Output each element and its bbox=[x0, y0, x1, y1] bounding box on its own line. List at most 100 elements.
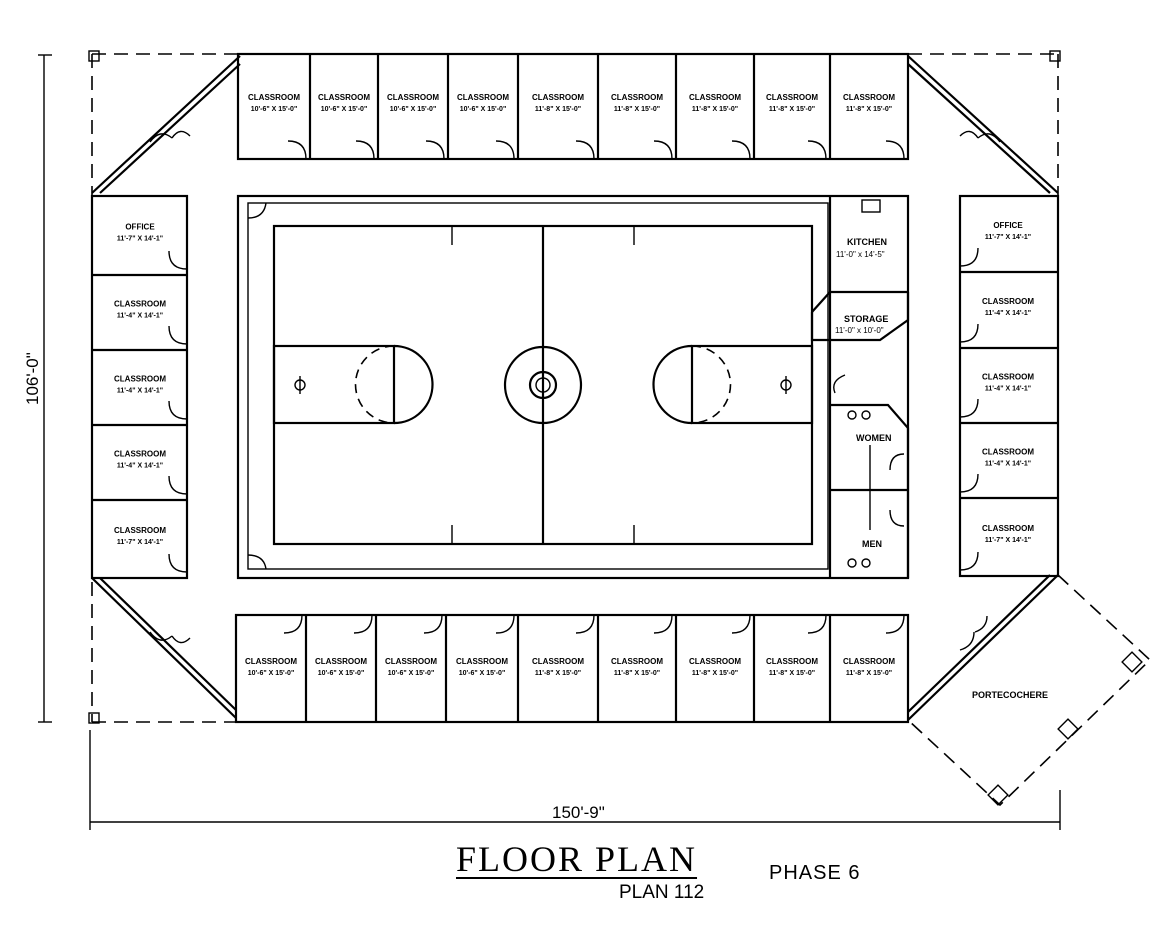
room-size-label: 11'-4" X 14'-1" bbox=[985, 386, 1031, 393]
room-name-label: CLASSROOM bbox=[982, 373, 1034, 382]
left-room-column bbox=[90, 194, 189, 580]
room-size-label: 10'-6" X 15'-0" bbox=[248, 670, 295, 677]
room-size-label: 11'-4" X 14'-1" bbox=[985, 310, 1031, 317]
room-size-label: 11'-7" X 14'-1" bbox=[117, 236, 163, 243]
door-swing bbox=[168, 325, 188, 345]
door-swing bbox=[731, 140, 751, 160]
room-size-label: 10'-6" X 15'-0" bbox=[251, 106, 298, 113]
kitchen-size: 11'-0" x 14'-5" bbox=[836, 250, 885, 259]
door-swing bbox=[287, 140, 307, 160]
door-swing bbox=[959, 323, 979, 343]
door-swing bbox=[353, 614, 373, 634]
room-size-label: 11'-4" X 14'-1" bbox=[117, 388, 163, 395]
room-name-label: CLASSROOM bbox=[843, 93, 895, 102]
room-name-label: CLASSROOM bbox=[315, 657, 367, 666]
door-swing bbox=[168, 250, 188, 270]
room-name-label: CLASSROOM bbox=[387, 93, 439, 102]
room-size-label: 10'-6" X 15'-0" bbox=[460, 106, 507, 113]
right-room-column bbox=[958, 194, 1060, 578]
door-swing bbox=[959, 473, 979, 493]
door-swing bbox=[885, 614, 905, 634]
door-swing bbox=[423, 614, 443, 634]
room-size-label: 11'-4" X 14'-1" bbox=[117, 313, 163, 320]
room-name-label: CLASSROOM bbox=[385, 657, 437, 666]
room-size-label: 11'-8" X 15'-0" bbox=[769, 106, 815, 113]
door-swing bbox=[425, 140, 445, 160]
door-swing bbox=[495, 140, 515, 160]
room-name-label: CLASSROOM bbox=[532, 657, 584, 666]
room-name-label: CLASSROOM bbox=[689, 657, 741, 666]
kitchen-label: KITCHEN bbox=[847, 237, 887, 247]
door-swing bbox=[959, 551, 979, 571]
door-swing bbox=[885, 140, 905, 160]
room-size-label: 10'-6" X 15'-0" bbox=[318, 670, 365, 677]
width-dimension-label: 150'-9" bbox=[552, 803, 605, 822]
door-swing bbox=[959, 247, 979, 267]
room-name-label: CLASSROOM bbox=[245, 657, 297, 666]
basketball-court bbox=[272, 224, 814, 546]
room-name-label: CLASSROOM bbox=[457, 93, 509, 102]
door-swing bbox=[653, 140, 673, 160]
room-name-label: CLASSROOM bbox=[114, 375, 166, 384]
room-size-label: 11'-7" X 14'-1" bbox=[985, 537, 1031, 544]
room-name-label: CLASSROOM bbox=[318, 93, 370, 102]
door-swing bbox=[168, 475, 188, 495]
door-swing bbox=[959, 398, 979, 418]
door-swing bbox=[575, 614, 595, 634]
room-size-label: 11'-8" X 15'-0" bbox=[535, 670, 581, 677]
room-size-label: 11'-8" X 15'-0" bbox=[614, 106, 660, 113]
room-size-label: 10'-6" X 15'-0" bbox=[321, 106, 368, 113]
mens-restroom-label: MEN bbox=[862, 539, 882, 549]
room-name-label: CLASSROOM bbox=[766, 657, 818, 666]
door-swing bbox=[283, 614, 303, 634]
room-name-label: CLASSROOM bbox=[982, 297, 1034, 306]
room-name-label: CLASSROOM bbox=[532, 93, 584, 102]
height-dimension-label: 106'-0" bbox=[23, 352, 42, 405]
room-size-label: 10'-6" X 15'-0" bbox=[459, 670, 506, 677]
dimension-lines bbox=[38, 54, 1061, 830]
room-name-label: CLASSROOM bbox=[982, 448, 1034, 457]
portecochere-label: PORTECOCHERE bbox=[972, 690, 1048, 700]
room-size-label: 11'-8" X 15'-0" bbox=[692, 670, 738, 677]
room-name-label: CLASSROOM bbox=[611, 93, 663, 102]
phase-label: PHASE 6 bbox=[769, 862, 861, 884]
door-swing bbox=[168, 400, 188, 420]
door-swing bbox=[653, 614, 673, 634]
room-name-label: CLASSROOM bbox=[611, 657, 663, 666]
room-name-label: CLASSROOM bbox=[114, 300, 166, 309]
room-name-label: CLASSROOM bbox=[982, 524, 1034, 533]
room-size-label: 11'-7" X 14'-1" bbox=[985, 234, 1031, 241]
dashed-perimeter bbox=[88, 50, 1061, 724]
gymnasium-walls bbox=[236, 194, 910, 580]
room-name-label: OFFICE bbox=[993, 221, 1023, 230]
room-name-label: CLASSROOM bbox=[114, 526, 166, 535]
corner-walls bbox=[91, 55, 1059, 721]
door-swing bbox=[807, 614, 827, 634]
storage-size: 11'-0" x 10'-0" bbox=[835, 326, 884, 335]
room-name-label: CLASSROOM bbox=[114, 450, 166, 459]
door-swing bbox=[495, 614, 515, 634]
door-swing bbox=[731, 614, 751, 634]
room-size-label: 11'-8" X 15'-0" bbox=[846, 670, 892, 677]
room-size-label: 11'-8" X 15'-0" bbox=[846, 106, 892, 113]
service-rooms bbox=[810, 196, 910, 578]
room-name-label: CLASSROOM bbox=[689, 93, 741, 102]
plan-number: PLAN 112 bbox=[619, 882, 705, 903]
room-size-label: 11'-7" X 14'-1" bbox=[117, 539, 163, 546]
room-size-label: 11'-8" X 15'-0" bbox=[769, 670, 815, 677]
room-size-label: 11'-8" X 15'-0" bbox=[614, 670, 660, 677]
door-swing bbox=[355, 140, 375, 160]
room-name-label: CLASSROOM bbox=[843, 657, 895, 666]
door-swing bbox=[168, 553, 188, 573]
top-classroom-block bbox=[236, 52, 910, 161]
room-size-label: 10'-6" X 15'-0" bbox=[388, 670, 435, 677]
portecochere-outline bbox=[907, 574, 1152, 807]
door-swing bbox=[575, 140, 595, 160]
room-size-label: 11'-4" X 14'-1" bbox=[117, 463, 163, 470]
room-name-label: CLASSROOM bbox=[248, 93, 300, 102]
bottom-classroom-block bbox=[234, 613, 910, 724]
room-name-label: CLASSROOM bbox=[766, 93, 818, 102]
room-name-label: CLASSROOM bbox=[456, 657, 508, 666]
womens-restroom-label: WOMEN bbox=[856, 433, 892, 443]
